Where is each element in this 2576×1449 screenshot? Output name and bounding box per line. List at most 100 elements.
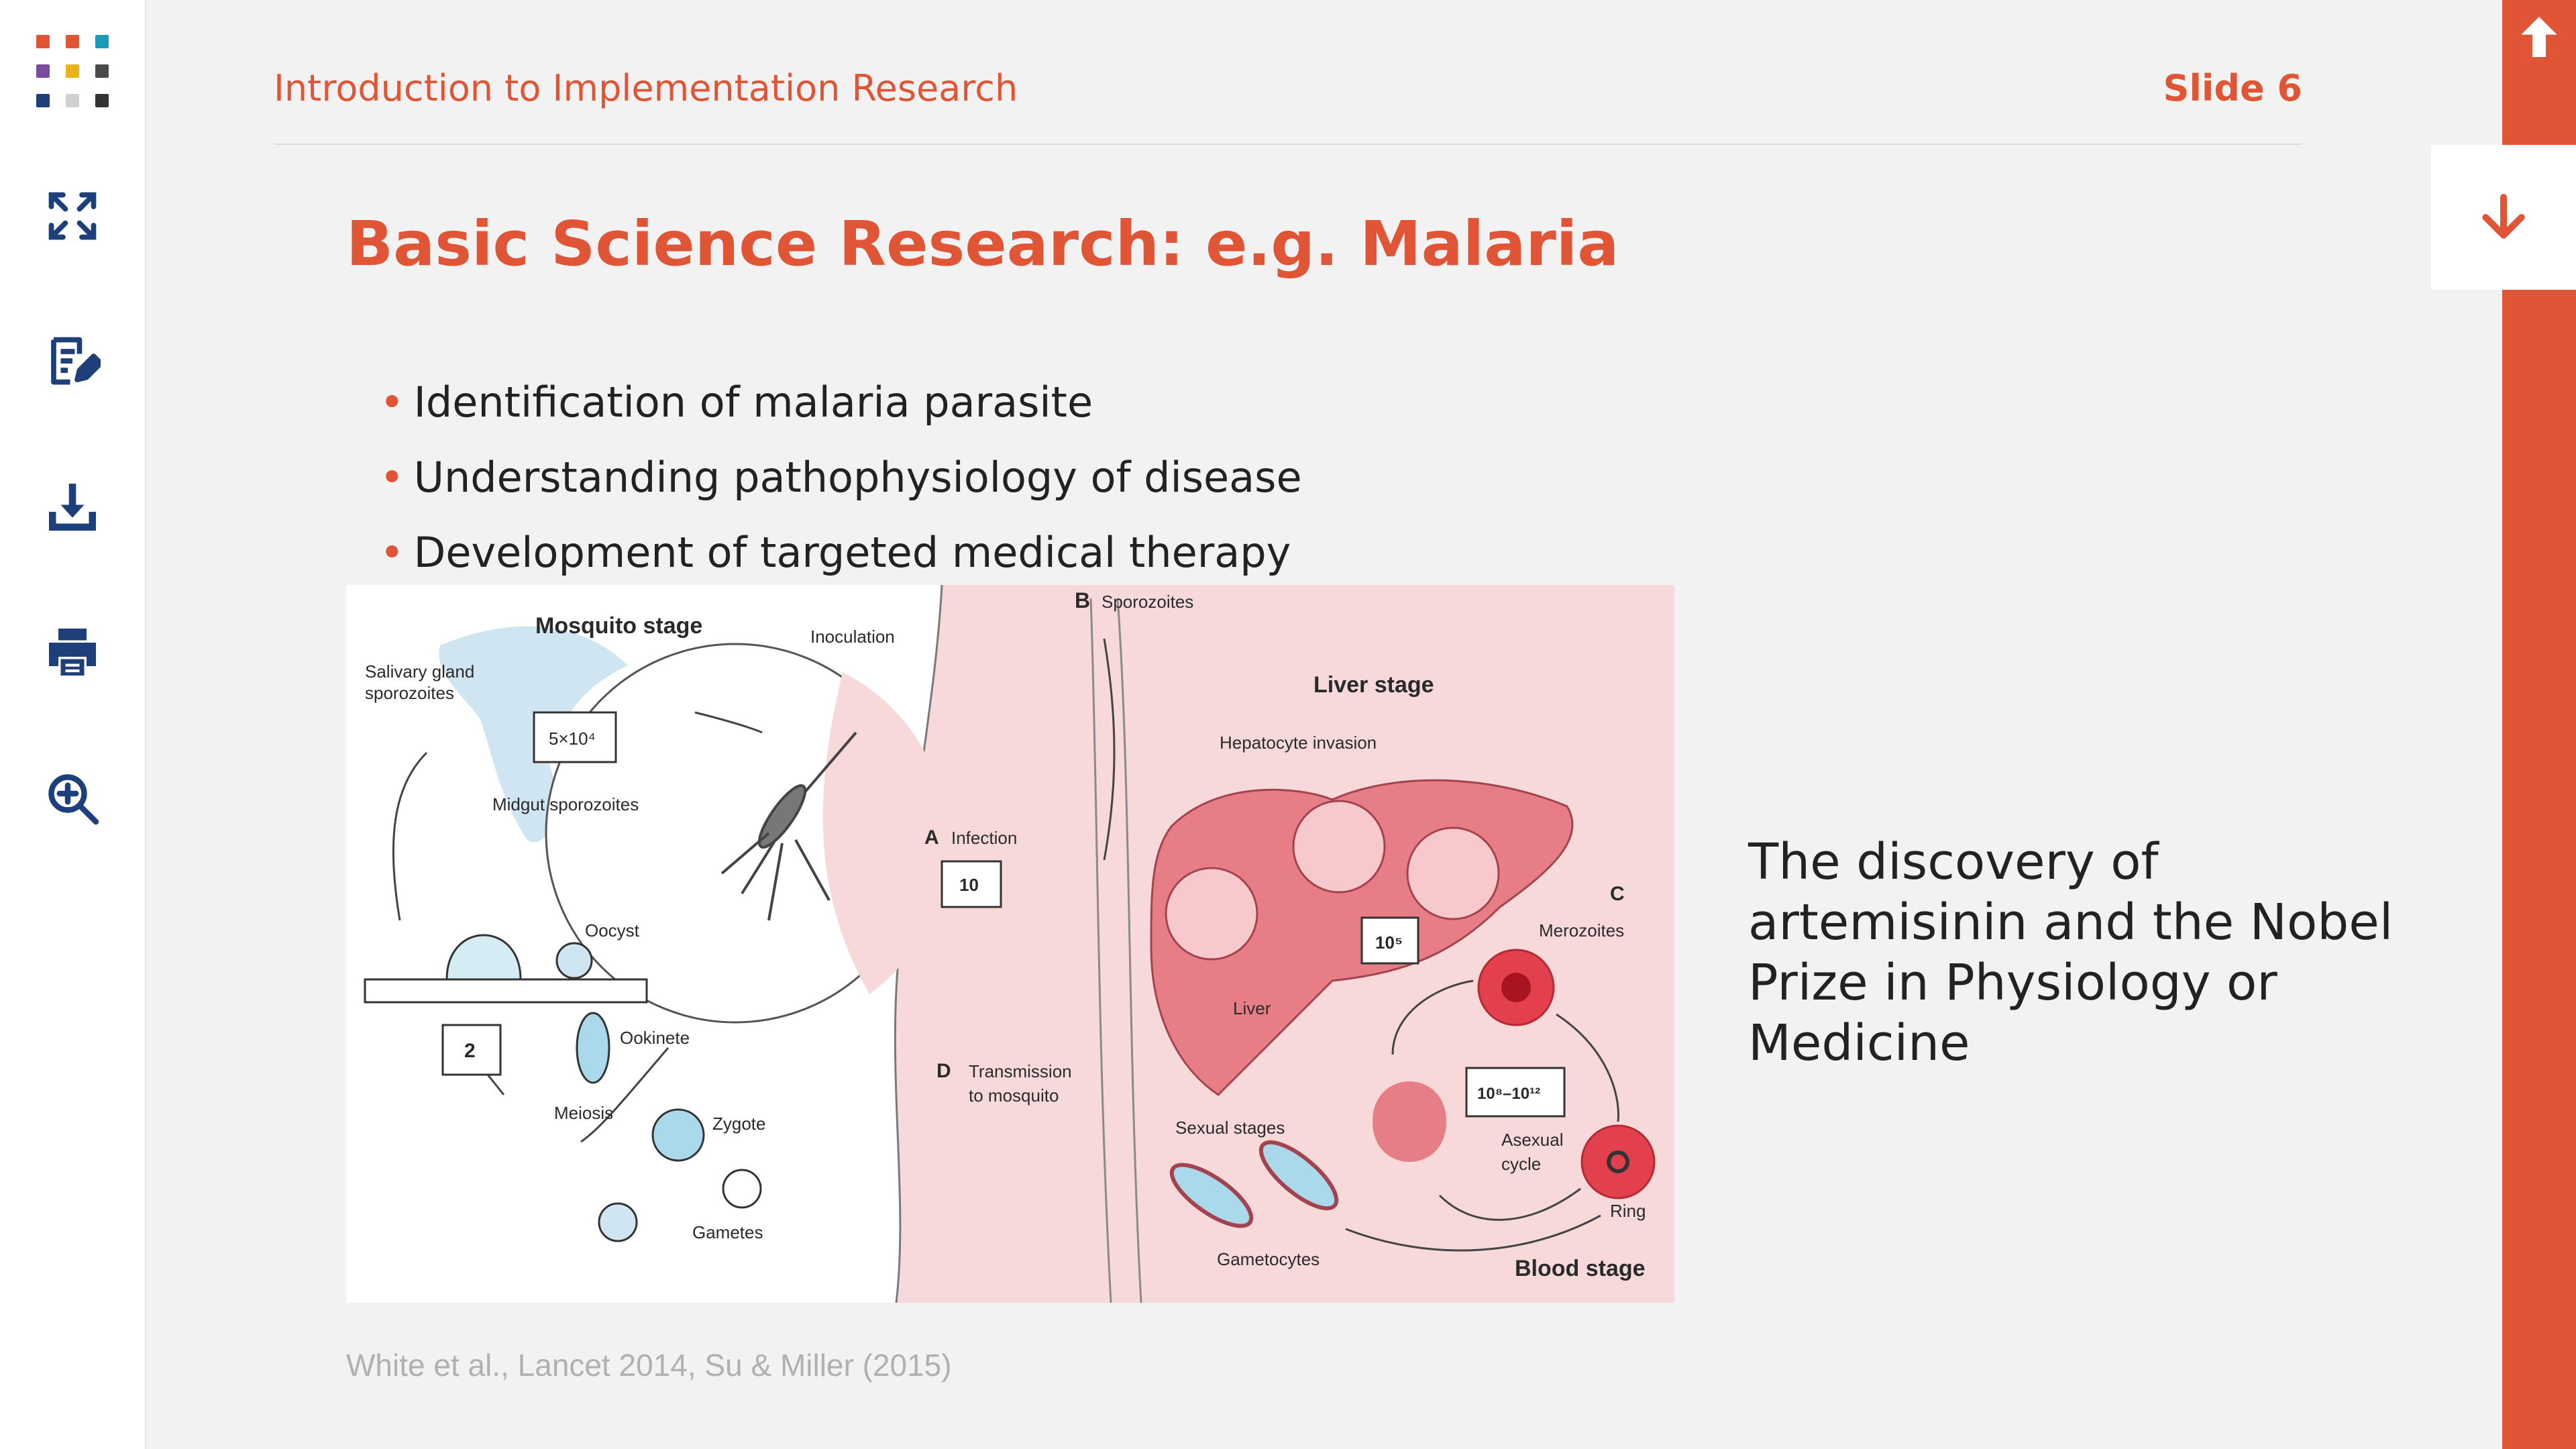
hepatocyte-label: Hepatocyte invasion (1220, 733, 1377, 753)
bullet-item: •Identification of malaria parasite (380, 365, 1302, 440)
bullet-dot: • (380, 453, 405, 502)
merozoites-label: Merozoites (1539, 920, 1624, 941)
b-label: B (1075, 588, 1090, 612)
fullscreen-button[interactable] (32, 176, 113, 256)
count-10: 10 (959, 875, 979, 895)
asexual-label: Asexual (1501, 1130, 1564, 1150)
skin-section (822, 672, 947, 994)
count-10-8-12: 10⁸–10¹² (1477, 1085, 1540, 1103)
zoom-in-icon (48, 774, 99, 825)
count-10-5: 10⁵ (1375, 932, 1403, 953)
zoom-in-button[interactable] (32, 758, 113, 839)
count-box (941, 860, 1002, 908)
arrow-down-icon (2482, 194, 2525, 239)
sexual-stages-label: Sexual stages (1175, 1118, 1285, 1138)
sporozoites-label: Sporozoites (1102, 592, 1193, 612)
logo-tile (36, 35, 50, 48)
oocyst-label: Oocyst (585, 920, 640, 941)
app-logo[interactable] (36, 35, 110, 109)
print-icon (49, 629, 96, 676)
zygote-cell (651, 1108, 705, 1162)
count-5x10-4: 5×10⁴ (549, 729, 596, 749)
bullet-dot: • (380, 378, 405, 427)
ring-label: Ring (1610, 1201, 1646, 1221)
logo-tile (36, 94, 50, 107)
zygote-label: Zygote (712, 1114, 766, 1134)
download-icon (49, 484, 96, 531)
notes-button[interactable] (32, 321, 113, 401)
logo-tile (66, 64, 79, 78)
gametocytes-label: Gametocytes (1217, 1249, 1320, 1269)
hepatocyte-cell (1406, 826, 1500, 920)
count-box (533, 711, 617, 763)
ring-stage (1607, 1150, 1629, 1173)
logo-tile (95, 35, 109, 48)
gamete-cell (598, 1202, 638, 1242)
blood-stage-label: Blood stage (1515, 1256, 1646, 1281)
vessel-line (1089, 598, 1112, 1303)
cycle-arrows (392, 638, 1619, 1252)
bullet-text: Identification of malaria parasite (413, 378, 1093, 427)
gametocyte (1258, 1140, 1339, 1211)
count-box (1465, 1067, 1566, 1118)
count-2: 2 (464, 1040, 476, 1062)
ookinete-label: Ookinete (620, 1028, 690, 1048)
arrow-up-icon (2521, 17, 2557, 57)
bullet-list: •Identification of malaria parasite •Und… (380, 365, 1302, 590)
citation: White et al., Lancet 2014, Su & Miller (… (346, 1348, 952, 1383)
bullet-dot: • (380, 528, 405, 577)
transmission-label: Transmission (969, 1061, 1072, 1081)
gametes-label: Gametes (692, 1222, 763, 1242)
course-title: Introduction to Implementation Research (274, 67, 1018, 109)
salivary-sporozoites-label: sporozoites (365, 683, 454, 703)
a-label: A (924, 826, 939, 849)
bullet-item: •Understanding pathophysiology of diseas… (380, 440, 1302, 515)
bullet-item: •Development of targeted medical therapy (380, 515, 1302, 590)
lifecycle-diagram: Mosquito stage Salivary gland sporozoite… (364, 585, 1674, 1303)
previous-slide-button[interactable] (2502, 0, 2576, 74)
logo-tile (66, 94, 79, 107)
hepatocyte-cell (1292, 800, 1386, 894)
c-label: C (1610, 883, 1625, 905)
print-button[interactable] (32, 612, 113, 692)
logo-tile (95, 94, 109, 107)
midgut-label: Midgut sporozoites (492, 794, 639, 814)
gametocyte (1169, 1163, 1254, 1228)
slide-header: Introduction to Implementation Research … (274, 62, 2302, 145)
download-button[interactable] (32, 467, 113, 547)
midgut-epithelium (364, 934, 648, 1004)
logo-tile (66, 35, 79, 48)
count-box (1360, 916, 1419, 965)
fullscreen-icon (48, 192, 97, 240)
gamete-cell (722, 1169, 762, 1209)
next-slide-button[interactable] (2431, 145, 2576, 290)
notes-icon (51, 337, 101, 385)
liver-label: Liver (1233, 998, 1271, 1018)
d-label: D (936, 1060, 951, 1082)
slide-number: Slide 6 (2163, 67, 2302, 109)
meiosis-label: Meiosis (554, 1103, 613, 1123)
left-toolbar (0, 0, 146, 1449)
infection-label: Infection (951, 828, 1017, 848)
mosquito-stage-label: Mosquito stage (535, 613, 702, 639)
ookinete-cell (576, 1012, 610, 1084)
count-box (441, 1024, 502, 1076)
mosquito-drawing (720, 731, 857, 921)
slide-title: Basic Science Research: e.g. Malaria (346, 208, 1619, 280)
malaria-lifecycle-figure: Mosquito stage Salivary gland sporozoite… (346, 585, 1674, 1303)
bullet-text: Development of targeted medical therapy (413, 528, 1291, 577)
hepatocyte-cell (1165, 867, 1258, 961)
liver-stage-label: Liver stage (1313, 672, 1434, 698)
to-mosquito-label: to mosquito (969, 1085, 1059, 1106)
bursting-cell (1373, 1081, 1446, 1162)
vessel-line (1116, 598, 1142, 1303)
logo-tile (95, 64, 109, 78)
side-caption: The discovery of artemisinin and the Nob… (1748, 833, 2394, 1072)
rbc-core (1501, 973, 1531, 1002)
bullet-text: Understanding pathophysiology of disease (413, 453, 1302, 502)
cycle-label: cycle (1501, 1154, 1541, 1174)
logo-tile (36, 64, 50, 78)
inoculation-label: Inoculation (810, 627, 895, 647)
red-blood-cell (1580, 1124, 1656, 1199)
